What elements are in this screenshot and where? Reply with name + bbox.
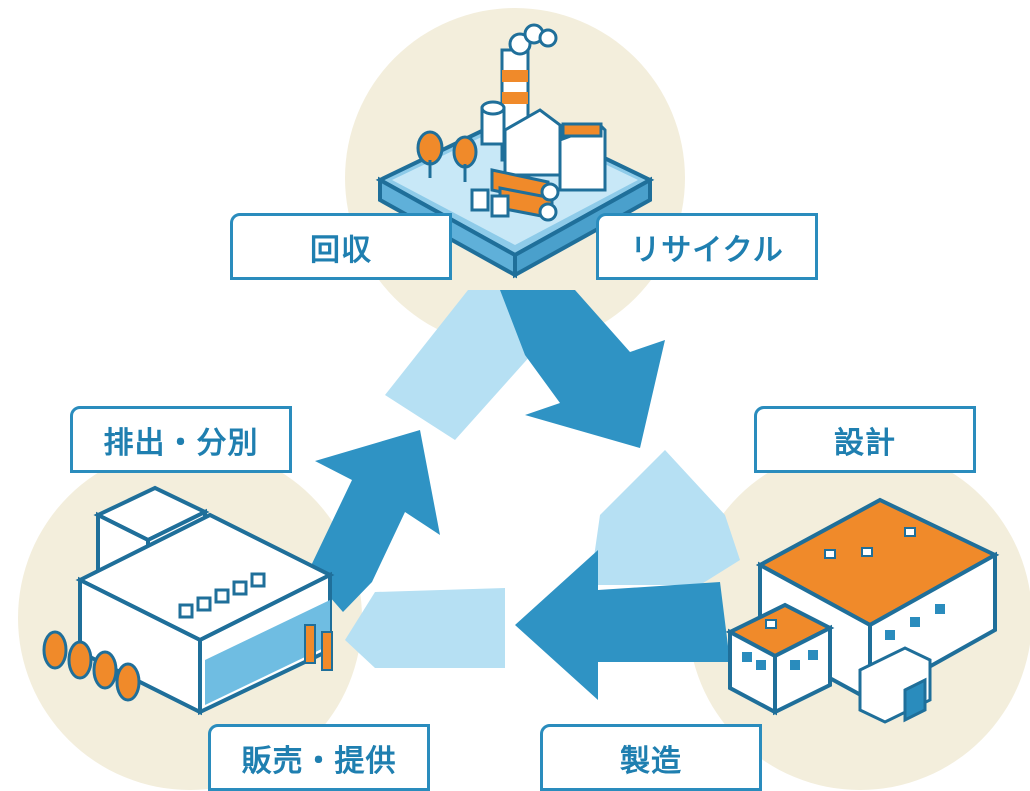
stage-label-manufacturing: 製造 [540,724,762,791]
arrow-disposal-to-collection [308,430,440,612]
stage-label-collection: 回収 [230,213,452,280]
light-arrow-band-top [385,290,540,440]
light-arrow-band-bottom [345,588,505,668]
recycling-plant-illustration [375,23,655,279]
store-illustration [42,485,335,716]
stage-label-sales: 販売・提供 [208,724,430,791]
factory-illustration [725,497,1000,724]
light-arrow-band-right [590,450,740,585]
arrow-design-to-manufacturing [515,550,730,700]
arrow-recycling-to-design [500,290,665,448]
stage-label-recycling: リサイクル [596,213,818,280]
stage-label-design: 設計 [754,406,976,473]
stage-label-disposal: 排出・分別 [70,406,292,473]
